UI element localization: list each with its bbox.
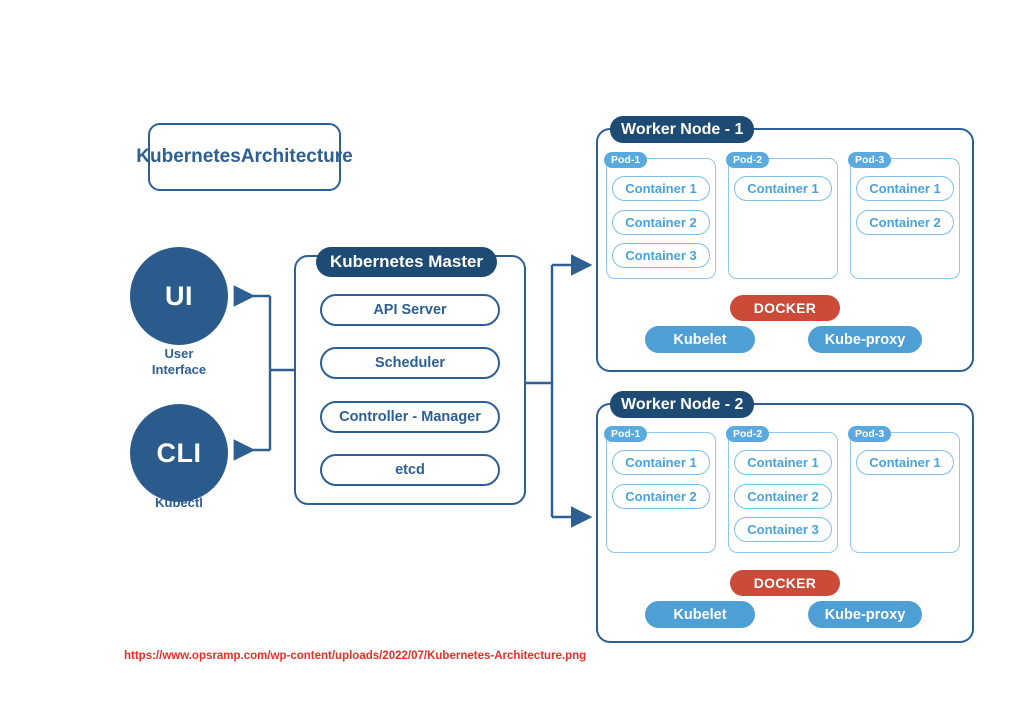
page-title-line-2: Architecture bbox=[240, 146, 353, 168]
source-url-text: https://www.opsramp.com/wp-content/uploa… bbox=[124, 650, 587, 662]
worker-node-2-pod-3-label: Pod-3 bbox=[848, 426, 892, 442]
worker-node-1-pod-3-label-text: Pod-3 bbox=[855, 154, 885, 166]
worker-node-2-pod-2-container-2[interactable]: Container 2 bbox=[734, 484, 832, 509]
worker-node-2-title-label: Worker Node - 2 bbox=[621, 395, 744, 413]
client-node-ui-caption-line-1: User bbox=[164, 346, 194, 361]
client-node-cli-caption-line-1: Kubectl bbox=[155, 495, 203, 510]
master-component-controller-manager[interactable]: Controller - Manager bbox=[320, 401, 500, 433]
worker-node-2-pod-3-label-text: Pod-3 bbox=[855, 428, 885, 440]
client-node-ui[interactable]: UI bbox=[130, 247, 228, 345]
page-title: Kubernetes Architecture bbox=[136, 123, 353, 191]
worker-node-1-pod-1-container-3-label: Container 3 bbox=[625, 248, 697, 263]
worker-node-1-pod-2-container-1-label: Container 1 bbox=[747, 181, 819, 196]
kubernetes-master-title-label: Kubernetes Master bbox=[330, 252, 484, 271]
worker-node-2-pod-1-container-2-label: Container 2 bbox=[625, 489, 697, 504]
worker-node-2-pod-2-label: Pod-2 bbox=[726, 426, 770, 442]
worker-node-1-pod-3-container-2[interactable]: Container 2 bbox=[856, 210, 954, 235]
worker-node-1-title: Worker Node - 1 bbox=[610, 116, 755, 143]
master-component-api-server[interactable]: API Server bbox=[320, 294, 500, 326]
worker-node-2-pod-1-label: Pod-1 bbox=[604, 426, 648, 442]
worker-node-1-pod-1-container-1[interactable]: Container 1 bbox=[612, 176, 710, 201]
worker-node-1-pod-2-container-1[interactable]: Container 1 bbox=[734, 176, 832, 201]
worker-node-1-pod-3-label: Pod-3 bbox=[848, 152, 892, 168]
client-node-cli-caption: Kubectl bbox=[119, 495, 239, 511]
master-component-etcd-label: etcd bbox=[395, 462, 425, 478]
worker-node-1-kubelet[interactable]: Kubelet bbox=[645, 326, 755, 353]
worker-node-1-kubelet-label: Kubelet bbox=[673, 331, 727, 348]
page-title-line-1: Kubernetes bbox=[136, 146, 241, 168]
worker-node-2-pod-1-container-1[interactable]: Container 1 bbox=[612, 450, 710, 475]
worker-node-2-pod-3-container-1[interactable]: Container 1 bbox=[856, 450, 954, 475]
worker-node-2-pod-1-container-2[interactable]: Container 2 bbox=[612, 484, 710, 509]
worker-node-1-runtime-docker[interactable]: DOCKER bbox=[730, 295, 840, 321]
worker-node-1-pod-3-container-2-label: Container 2 bbox=[869, 215, 941, 230]
worker-node-2-runtime-docker-label: DOCKER bbox=[753, 575, 817, 591]
worker-node-2-kube-proxy-label: Kube-proxy bbox=[824, 606, 906, 623]
worker-node-2-pod-2-container-1[interactable]: Container 1 bbox=[734, 450, 832, 475]
kubernetes-master-title: Kubernetes Master bbox=[316, 247, 498, 277]
worker-node-2-pod-2-label-text: Pod-2 bbox=[733, 428, 763, 440]
worker-node-1-pod-1-container-1-label: Container 1 bbox=[625, 181, 697, 196]
client-node-ui-label: UI bbox=[165, 280, 193, 311]
worker-node-1-pod-2-label-text: Pod-2 bbox=[733, 154, 763, 166]
worker-node-1-pod-1-label-text: Pod-1 bbox=[611, 154, 641, 166]
master-component-etcd[interactable]: etcd bbox=[320, 454, 500, 486]
worker-node-2-kube-proxy[interactable]: Kube-proxy bbox=[808, 601, 922, 628]
worker-node-2-pod-1-label-text: Pod-1 bbox=[611, 428, 641, 440]
master-component-api-server-label: API Server bbox=[373, 302, 447, 318]
worker-node-1-pod-1-container-2[interactable]: Container 2 bbox=[612, 210, 710, 235]
worker-node-2-title: Worker Node - 2 bbox=[610, 391, 755, 418]
worker-node-2-pod-1-container-1-label: Container 1 bbox=[625, 455, 697, 470]
worker-node-1-pod-1-label: Pod-1 bbox=[604, 152, 648, 168]
worker-node-1-pod-3-container-1-label: Container 1 bbox=[869, 181, 941, 196]
master-component-controller-manager-label: Controller - Manager bbox=[339, 409, 481, 425]
source-url[interactable]: https://www.opsramp.com/wp-content/uploa… bbox=[124, 650, 586, 662]
client-node-ui-caption-line-2: Interface bbox=[151, 362, 207, 378]
worker-node-1-pod-2-label: Pod-2 bbox=[726, 152, 770, 168]
worker-node-2-pod-2-container-2-label: Container 2 bbox=[747, 489, 819, 504]
worker-node-1-title-label: Worker Node - 1 bbox=[621, 120, 744, 138]
worker-node-2-pod-2-container-3-label: Container 3 bbox=[747, 522, 819, 537]
worker-node-2-pod-2-container-1-label: Container 1 bbox=[747, 455, 819, 470]
worker-node-1-pod-3-container-1[interactable]: Container 1 bbox=[856, 176, 954, 201]
master-component-scheduler-label: Scheduler bbox=[374, 355, 446, 371]
worker-node-2-kubelet[interactable]: Kubelet bbox=[645, 601, 755, 628]
master-component-scheduler[interactable]: Scheduler bbox=[320, 347, 500, 379]
worker-node-2-kubelet-label: Kubelet bbox=[673, 606, 727, 623]
worker-node-1-pod-1-container-3[interactable]: Container 3 bbox=[612, 243, 710, 268]
worker-node-2-pod-2-container-3[interactable]: Container 3 bbox=[734, 517, 832, 542]
worker-node-2-runtime-docker[interactable]: DOCKER bbox=[730, 570, 840, 596]
worker-node-2-pod-3-container-1-label: Container 1 bbox=[869, 455, 941, 470]
client-node-cli[interactable]: CLI bbox=[130, 404, 228, 502]
worker-node-1-kube-proxy-label: Kube-proxy bbox=[824, 331, 906, 348]
worker-node-1-runtime-docker-label: DOCKER bbox=[753, 300, 817, 316]
worker-node-1-pod-1-container-2-label: Container 2 bbox=[625, 215, 697, 230]
worker-node-1-kube-proxy[interactable]: Kube-proxy bbox=[808, 326, 922, 353]
client-node-ui-caption: User Interface bbox=[119, 346, 239, 379]
client-node-cli-label: CLI bbox=[156, 437, 202, 468]
